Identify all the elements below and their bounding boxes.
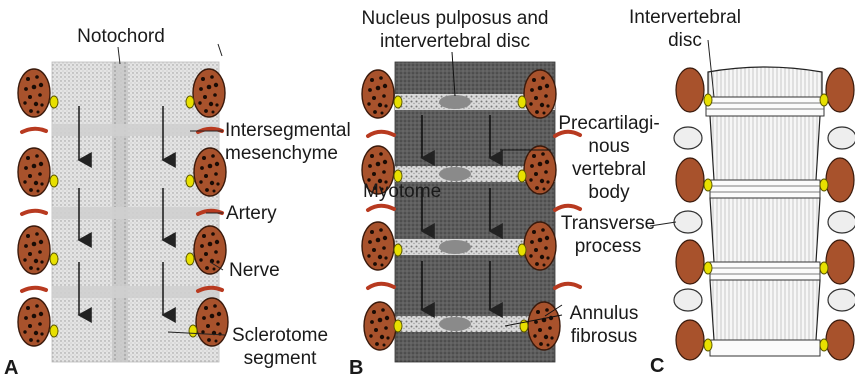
label-precartilaginous-line-3: vertebral <box>550 159 668 180</box>
panel-a-letter: A <box>4 358 18 379</box>
label-precartilaginous-line-4: body <box>550 182 668 203</box>
label-precartilaginous-line-2: nous <box>550 136 668 157</box>
label-intervertebral-disc-line-1: Intervertebral <box>610 7 760 28</box>
label-sclerotome-segment-line-1: Sclerotome <box>226 325 334 346</box>
label-nucleus-pulposus-line-2: intervertebral disc <box>345 31 565 52</box>
panel-c-illustration <box>650 40 855 360</box>
label-nerve: Nerve <box>229 260 280 281</box>
panel-c-letter: C <box>650 356 664 377</box>
label-sclerotome-segment-line-2: segment <box>226 348 334 369</box>
label-transverse-process-line-1: Transverse <box>556 213 660 234</box>
label-intersegmental-mesenchyme-line-1: Intersegmental <box>225 120 351 141</box>
label-annulus-fibrosus-line-2: fibrosus <box>556 326 652 347</box>
label-myotome: Myotome <box>363 181 441 202</box>
label-transverse-process-line-2: process <box>556 236 660 257</box>
label-nucleus-pulposus-line-1: Nucleus pulposus and <box>345 8 565 29</box>
panel-b-letter: B <box>349 358 363 379</box>
panel-a-illustration <box>18 44 228 362</box>
label-annulus-fibrosus-line-1: Annulus <box>556 303 652 324</box>
label-precartilaginous-line-1: Precartilagi- <box>550 113 668 134</box>
label-intersegmental-mesenchyme-line-2: mesenchyme <box>225 143 338 164</box>
label-intervertebral-disc-line-2: disc <box>610 30 760 51</box>
label-notochord: Notochord <box>56 26 186 47</box>
label-artery: Artery <box>226 203 277 224</box>
panel-b-illustration <box>362 52 580 362</box>
